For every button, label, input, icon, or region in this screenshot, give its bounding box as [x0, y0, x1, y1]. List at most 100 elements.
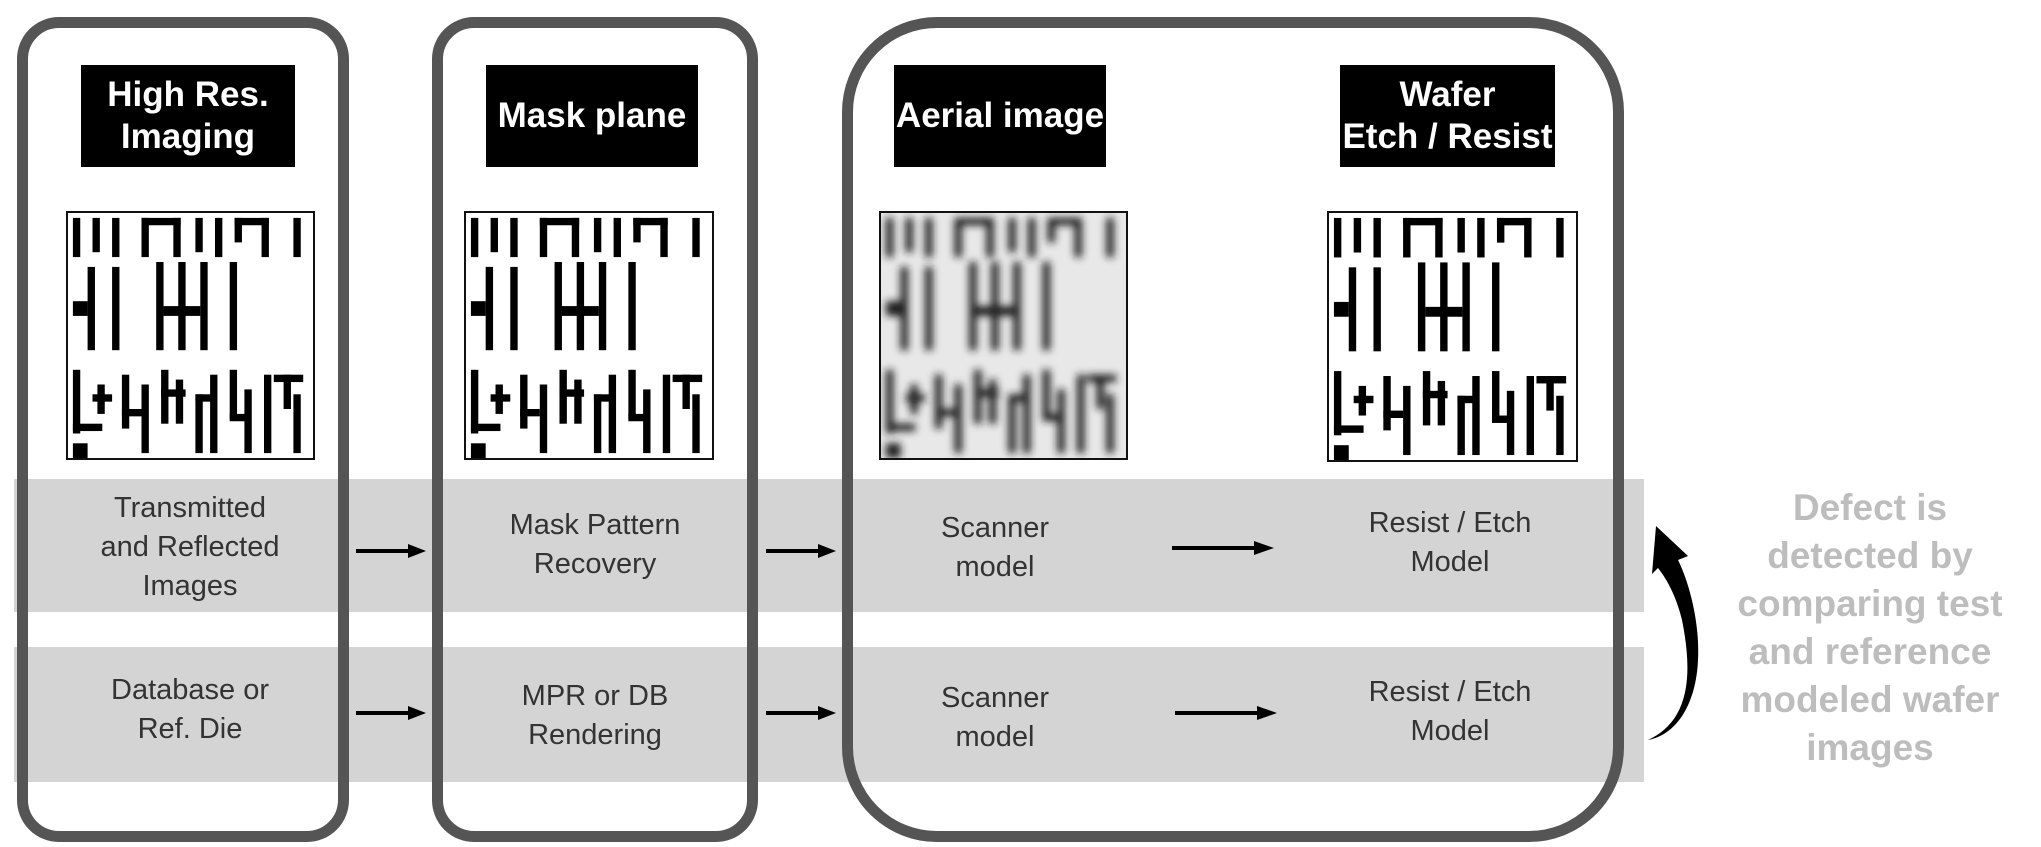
pattern-feature — [175, 379, 184, 424]
aerial-pattern-image — [879, 211, 1128, 460]
pattern-feature — [72, 369, 81, 434]
pattern-feature — [934, 409, 955, 417]
pattern-feature — [1008, 394, 1028, 402]
pattern-feature — [1023, 374, 1031, 454]
pattern-feature — [1353, 217, 1362, 253]
pattern-feature — [229, 413, 250, 422]
pattern-feature — [1042, 262, 1051, 351]
pattern-feature — [72, 301, 88, 316]
pattern-feature — [905, 217, 913, 253]
pattern-feature — [539, 384, 548, 454]
pattern-feature — [1348, 267, 1357, 352]
test-arrow-1 — [356, 541, 426, 561]
pattern-feature — [520, 409, 540, 417]
pattern-feature — [969, 262, 977, 351]
pattern-feature — [1457, 217, 1465, 253]
pattern-feature — [200, 262, 208, 351]
pattern-feature — [72, 217, 81, 258]
mask-pattern-image — [464, 211, 714, 460]
pattern-feature — [1477, 217, 1485, 258]
pattern-feature — [1496, 217, 1505, 243]
wafer-pattern-image — [1327, 211, 1578, 462]
pattern-feature — [1106, 394, 1114, 454]
pattern-feature — [244, 389, 252, 454]
pattern-feature — [593, 394, 602, 454]
pattern-feature — [141, 384, 149, 454]
pattern-feature — [905, 394, 926, 402]
pattern-feature — [571, 217, 580, 258]
pattern-feature — [210, 374, 218, 454]
pattern-feature — [485, 266, 494, 351]
pattern-feature — [1042, 413, 1063, 422]
pattern-feature — [1353, 395, 1374, 404]
pattern-feature — [628, 262, 636, 351]
pattern-feature — [608, 374, 617, 454]
pattern-feature — [598, 262, 607, 351]
pattern-feature — [885, 217, 894, 258]
pattern-feature — [293, 217, 301, 258]
pattern-feature — [539, 217, 580, 226]
pattern-feature — [1333, 301, 1349, 317]
pattern-feature — [1028, 217, 1036, 258]
wafer-modeling-stage-frame — [842, 17, 1624, 842]
pattern-feature — [141, 217, 149, 258]
imaging-stage-frame — [17, 17, 349, 842]
pattern-feature — [662, 374, 671, 454]
pattern-feature — [72, 423, 103, 432]
pattern-feature — [1008, 394, 1016, 454]
pattern-feature — [1042, 369, 1051, 419]
pattern-feature — [1077, 374, 1085, 454]
pattern-feature — [885, 369, 894, 434]
pattern-feature — [976, 306, 1014, 316]
pattern-feature — [1472, 376, 1480, 456]
pattern-feature — [229, 262, 238, 351]
pattern-feature — [561, 306, 599, 316]
pattern-feature — [1440, 262, 1448, 352]
test-row-band — [14, 479, 1644, 612]
pattern-feature — [470, 423, 501, 432]
pattern-feature — [593, 394, 614, 402]
reference-label-resist-etch: Resist / Etch Model — [1368, 676, 1532, 747]
pattern-feature — [925, 266, 933, 351]
pattern-feature — [234, 217, 269, 226]
pattern-feature — [1492, 415, 1512, 423]
pattern-feature — [954, 384, 962, 454]
pattern-feature — [692, 394, 700, 454]
pattern-feature — [510, 217, 518, 258]
pattern-feature — [934, 374, 943, 429]
pattern-feature — [885, 443, 901, 458]
pattern-feature — [1422, 390, 1448, 399]
pattern-feature — [470, 369, 479, 434]
mask-stage-frame — [432, 17, 758, 842]
pattern-feature — [1556, 395, 1564, 456]
pattern-feature — [161, 389, 186, 397]
pattern-feature — [554, 262, 562, 351]
high-res-pattern-image — [66, 211, 315, 460]
pattern-feature — [173, 217, 181, 258]
pattern-feature — [1462, 262, 1470, 352]
pattern-feature — [1457, 395, 1478, 404]
test-arrow-2 — [766, 541, 836, 561]
pattern-feature — [1383, 410, 1404, 419]
reference-arrow-2 — [766, 703, 836, 723]
pattern-feature — [261, 217, 269, 258]
pattern-feature — [195, 394, 215, 402]
pattern-feature — [954, 217, 994, 226]
pattern-feature — [988, 379, 997, 424]
pattern-feature — [520, 374, 528, 429]
pattern-feature — [510, 266, 518, 351]
compare-curved-arrow — [1648, 526, 1699, 740]
pattern-feature — [234, 217, 242, 243]
pattern-feature — [1333, 445, 1349, 460]
pattern-feature — [264, 374, 272, 454]
pattern-feature — [92, 394, 113, 402]
defect-detection-note: Defect is detected by comparing test and… — [1737, 487, 2003, 768]
pattern-feature — [156, 262, 164, 351]
pattern-feature — [1008, 217, 1016, 253]
pattern-feature — [195, 217, 203, 253]
pattern-feature — [141, 217, 181, 226]
pattern-feature — [1492, 262, 1500, 352]
pattern-feature — [112, 217, 120, 258]
pattern-feature — [121, 409, 142, 417]
test-label-mask: Mask Pattern Recovery — [509, 509, 681, 580]
